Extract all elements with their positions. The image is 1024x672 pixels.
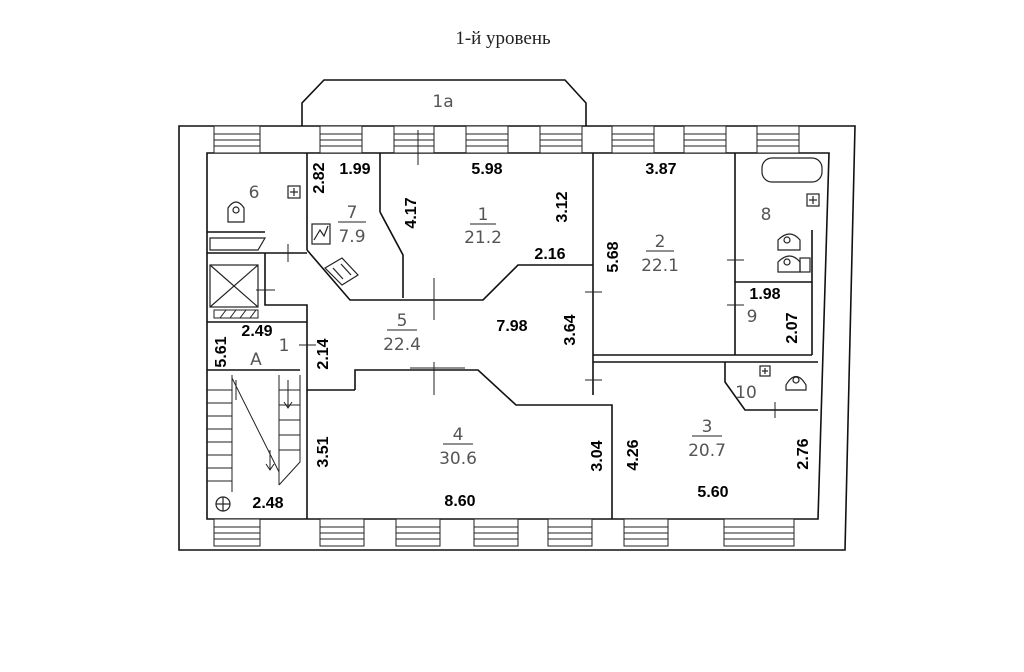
room-7-number: 7 <box>347 203 358 223</box>
dim-stair-h: 5.61 <box>213 336 230 367</box>
dim-top-7: 1.99 <box>339 161 370 178</box>
dim-room3-right: 2.76 <box>795 438 812 469</box>
dim-lobby-h: 2.14 <box>315 338 332 369</box>
dim-room4-left: 3.51 <box>315 436 332 467</box>
dim-top-2: 3.87 <box>645 161 676 178</box>
room-2-number: 2 <box>655 232 666 252</box>
room-8-number: 8 <box>761 205 772 225</box>
dim-room9-h: 2.07 <box>784 312 801 343</box>
dim-corr-w: 7.98 <box>496 318 527 335</box>
room-1-number: 1 <box>478 205 489 225</box>
dim-corr-h: 3.64 <box>562 314 579 345</box>
room-6-number: 6 <box>249 183 260 203</box>
dim-v-2-left: 5.68 <box>605 241 622 272</box>
dim-top-1: 5.98 <box>471 161 502 178</box>
annex-outline <box>301 79 587 126</box>
dim-v-7: 2.82 <box>311 162 328 193</box>
dim-room4-right: 3.04 <box>589 440 606 471</box>
room-1-area: 21.2 <box>464 228 502 248</box>
room-4-area: 30.6 <box>439 449 477 469</box>
toilet-icon <box>227 185 301 223</box>
staircase <box>207 375 301 492</box>
dim-room9-w: 1.98 <box>749 286 780 303</box>
dim-v-1-right: 3.12 <box>554 191 571 222</box>
standpipe-icon <box>215 496 231 512</box>
room-10-number: 10 <box>735 383 757 403</box>
dim-room4-w: 8.60 <box>444 493 475 510</box>
room-2-area: 22.1 <box>641 256 679 276</box>
top-windows <box>213 125 800 154</box>
dim-lobby-w: 2.49 <box>241 323 272 340</box>
room-a-number: А <box>250 350 262 370</box>
door-marks <box>256 130 776 418</box>
meter-icon <box>311 223 359 286</box>
bottom-windows <box>213 518 795 547</box>
dim-mid-1: 2.16 <box>534 246 565 263</box>
room-3-area: 20.7 <box>688 441 726 461</box>
room-7-area: 7.9 <box>338 227 365 247</box>
room-3-number: 3 <box>702 417 713 437</box>
lobby-number: 1 <box>279 336 290 356</box>
dim-room3-left: 4.26 <box>625 439 642 470</box>
wc-icon <box>759 365 807 391</box>
dim-v-1-left: 4.17 <box>403 197 420 228</box>
interior-walls <box>207 153 818 519</box>
dim-stair-w: 2.48 <box>252 495 283 512</box>
dim-room3-w: 5.60 <box>697 484 728 501</box>
plan-title: 1-й уровень <box>455 28 551 49</box>
annex-label: 1а <box>432 92 453 112</box>
room-4-number: 4 <box>453 425 464 445</box>
threshold-hatch <box>213 309 259 319</box>
room-9-number: 9 <box>747 307 758 327</box>
bathtub-icon <box>761 157 823 273</box>
room-5-number: 5 <box>397 311 408 331</box>
room-5-area: 22.4 <box>383 335 421 355</box>
elevator-icon <box>209 237 267 308</box>
